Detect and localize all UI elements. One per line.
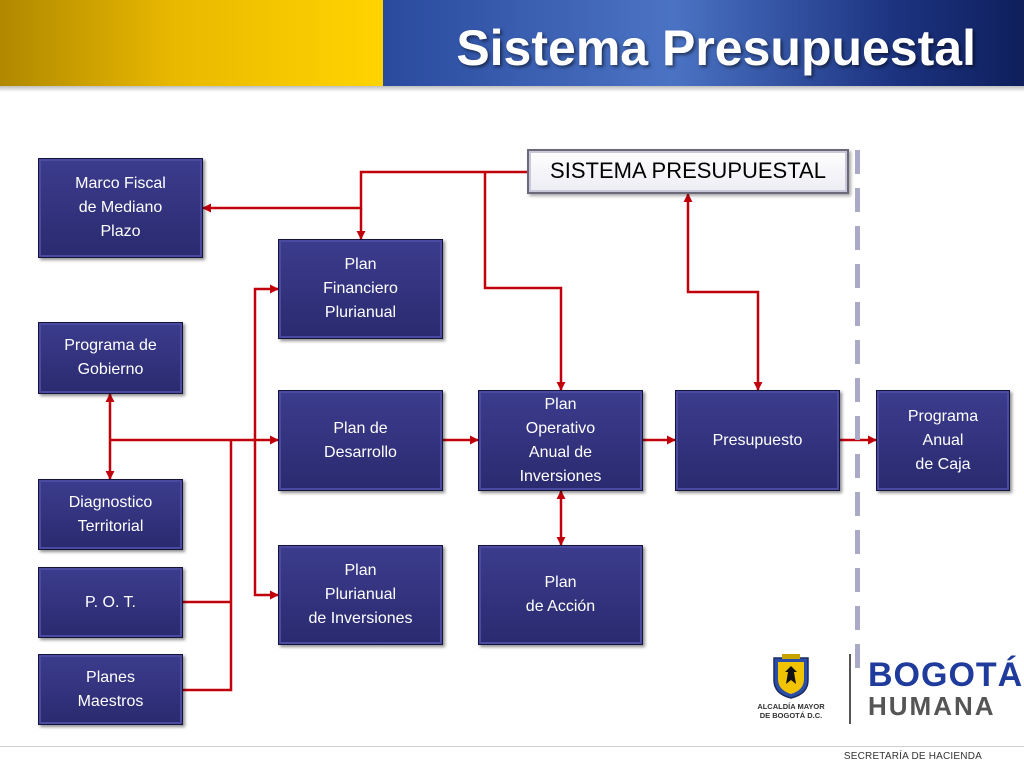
footer-text: SECRETARÍA DE HACIENDA <box>843 751 982 762</box>
node-poai: Plan Operativo Anual de Inversiones <box>478 390 643 491</box>
edge-trunk-plurianual <box>253 440 279 600</box>
node-pot: P. O. T. <box>38 567 183 638</box>
node-programa-anual-caja: Programa Anual de Caja <box>876 390 1010 491</box>
header-blue-band <box>383 0 1024 86</box>
page-title: Sistema Presupuestal <box>456 20 976 76</box>
node-plan-financiero: Plan Financiero Plurianual <box>278 239 443 339</box>
node-marco-fiscal: Marco Fiscal de Mediano Plazo <box>38 158 203 258</box>
bogota-logo-text: BOGOTÁ <box>868 656 1024 694</box>
node-planes-maestros: Planes Maestros <box>38 654 183 725</box>
edge-sistema-poai <box>483 172 566 391</box>
edge-maestros-trunk <box>183 440 233 692</box>
alcaldia-text: ALCALDÍA MAYOR DE BOGOTÁ D.C. <box>757 702 825 720</box>
node-presupuesto: Presupuesto <box>675 390 840 491</box>
header-bar: Sistema Presupuestal <box>0 0 1024 86</box>
node-programa-gobierno: Programa de Gobierno <box>38 322 183 394</box>
node-plan-plurianual-inversiones: Plan Plurianual de Inversiones <box>278 545 443 645</box>
dashed-divider <box>855 150 860 680</box>
footer-divider <box>0 746 1024 747</box>
node-plan-accion: Plan de Acción <box>478 545 643 645</box>
node-diagnostico-territorial: Diagnostico Territorial <box>38 479 183 550</box>
edge-sistema-marco <box>202 170 527 213</box>
humana-logo-text: HUMANA <box>868 691 996 721</box>
header-shadow <box>0 86 1024 92</box>
logo-divider <box>849 654 851 724</box>
sistema-presupuestal-box: SISTEMA PRESUPUESTAL <box>527 149 849 194</box>
bogota-crest-icon <box>773 654 809 699</box>
logo-area: ALCALDÍA MAYOR DE BOGOTÁ D.C. BOGOTÁ HUM… <box>752 650 1022 730</box>
header-gold-band <box>0 0 383 86</box>
edge-trunk-financiero <box>253 284 279 440</box>
edge-presupuesto-sistema <box>683 193 763 391</box>
node-plan-desarrollo: Plan de Desarrollo <box>278 390 443 491</box>
